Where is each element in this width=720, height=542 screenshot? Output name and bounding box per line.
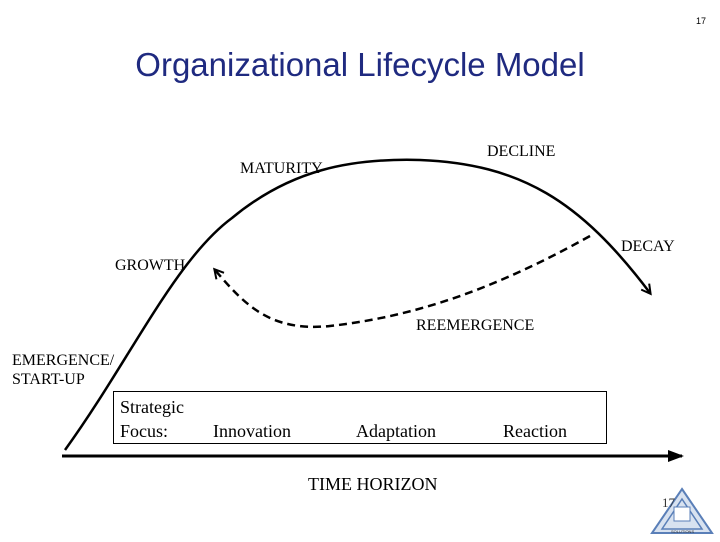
logo-emblem-icon bbox=[650, 487, 714, 534]
logo-number: 17 bbox=[662, 495, 675, 510]
focus-label-line1: Strategic bbox=[120, 397, 184, 417]
reemergence-curve bbox=[215, 234, 591, 329]
logo-caption: SOLUTIONS bbox=[671, 529, 695, 534]
slide-title: Organizational Lifecycle Model bbox=[135, 46, 585, 83]
strategic-focus-box bbox=[113, 391, 607, 444]
axis-label: TIME HORIZON bbox=[308, 474, 438, 494]
focus-reaction: Reaction bbox=[503, 421, 567, 441]
stage-emergence-line2: START-UP bbox=[12, 371, 85, 388]
focus-innovation: Innovation bbox=[213, 421, 291, 441]
page-number: 17 bbox=[695, 16, 706, 26]
focus-adaptation: Adaptation bbox=[356, 421, 436, 441]
stage-growth: GROWTH bbox=[115, 257, 186, 274]
lifecycle-curve bbox=[63, 158, 650, 451]
focus-label-line2: Focus: bbox=[120, 421, 169, 441]
stage-decay: DECAY bbox=[621, 238, 675, 255]
stage-emergence-line1: EMERGENCE/ bbox=[12, 352, 115, 369]
company-logo: 17 SOLUTIONS bbox=[650, 487, 714, 537]
stage-decline: DECLINE bbox=[487, 143, 556, 160]
stage-maturity: MATURITY bbox=[240, 160, 323, 177]
stage-reemergence: REEMERGENCE bbox=[416, 317, 535, 334]
